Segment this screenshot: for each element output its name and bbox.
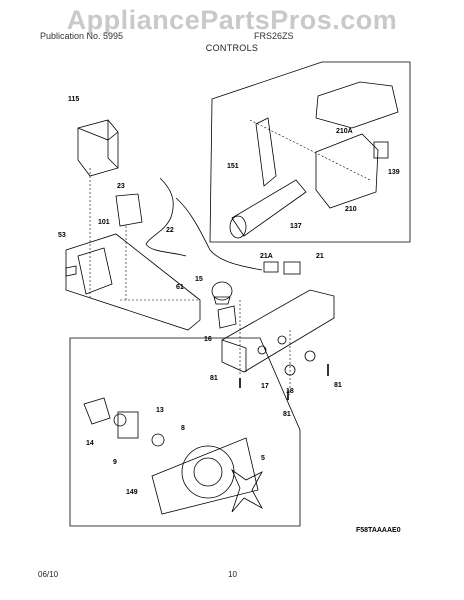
part-23-shape [115, 193, 143, 227]
part-115-shape [77, 119, 119, 177]
model-number: FRS26ZS [254, 31, 294, 41]
part-139-switch [373, 141, 389, 159]
callout-8: 8 [181, 425, 185, 432]
callout-13: 13 [156, 407, 164, 414]
part-15-bulb [211, 281, 233, 301]
callout-5: 5 [261, 455, 265, 462]
callout-17: 17 [261, 383, 269, 390]
part-14-bracket [83, 397, 111, 425]
callout-53: 53 [58, 232, 66, 239]
part-137-filter [231, 179, 307, 237]
publication-number: Publication No. 5995 [40, 31, 124, 41]
part-16-socket [217, 305, 237, 329]
callout-9: 9 [113, 459, 117, 466]
part-210-housing [315, 133, 379, 209]
callout-21a: 21A [260, 253, 273, 260]
callout-210: 210 [345, 206, 357, 213]
callout-14: 14 [86, 440, 94, 447]
callout-81-right: 81 [334, 382, 342, 389]
footer-page-number: 10 [228, 570, 237, 579]
part-18-knob [284, 364, 296, 376]
part-210a-head [315, 81, 399, 129]
callout-15: 15 [195, 276, 203, 283]
callout-115: 115 [68, 96, 79, 103]
fan-assembly-box [69, 337, 301, 527]
callout-151: 151 [227, 163, 239, 170]
watermark: AppliancePartsPros.com [66, 5, 398, 35]
callout-137: 137 [290, 223, 302, 230]
callout-21: 21 [316, 253, 324, 260]
part-21a-switch [263, 261, 279, 273]
callout-61: 61 [176, 284, 184, 291]
callout-139: 139 [388, 169, 400, 176]
callout-18: 18 [286, 388, 294, 395]
part-151-cover [255, 117, 277, 187]
part-13-motor [117, 411, 139, 439]
part-22-wire [145, 177, 187, 257]
callout-16: 16 [204, 336, 212, 343]
part-149-shroud [151, 437, 259, 515]
callout-81-bottom: 81 [283, 411, 291, 418]
callout-149: 149 [126, 489, 138, 496]
filter-assembly-box [209, 61, 411, 243]
footer-date: 06/10 [38, 570, 59, 579]
part-17-panel [221, 289, 335, 373]
callout-81-left: 81 [210, 375, 218, 382]
part-5-fan-blade [231, 468, 264, 513]
part-21-switch [283, 261, 301, 275]
diagram-code: F58TAAAAE0 [356, 527, 401, 534]
callout-101: 101 [98, 219, 110, 226]
callout-22: 22 [166, 227, 174, 234]
callout-210a: 210A [336, 128, 353, 135]
callout-23: 23 [117, 183, 125, 190]
part-53-housing [65, 233, 201, 331]
section-title: CONTROLS [205, 43, 259, 53]
